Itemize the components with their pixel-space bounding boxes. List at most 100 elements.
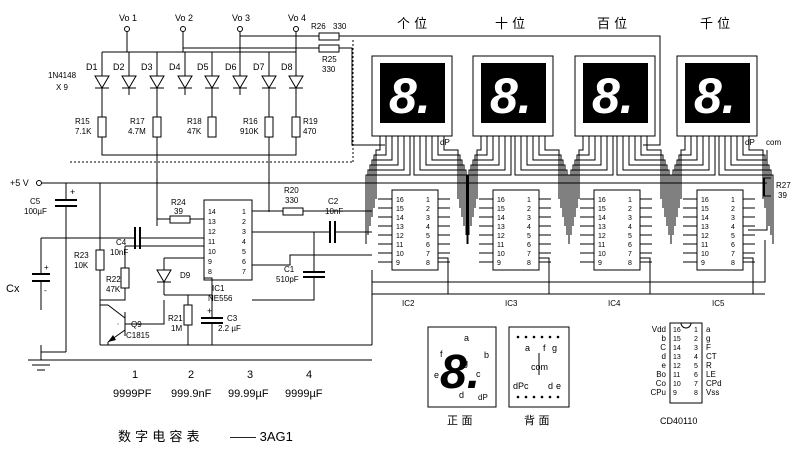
counter-pin-number: 7 xyxy=(731,251,735,258)
counter-pin-number: 3 xyxy=(731,215,735,222)
pinout-number: 1 xyxy=(694,327,698,334)
pinout-name: Vdd xyxy=(652,325,666,334)
d9: D9 xyxy=(156,257,204,295)
seg-f: f xyxy=(440,349,443,359)
d8-label: D8 xyxy=(281,62,293,72)
counter-pin-number: 4 xyxy=(426,224,430,231)
pinout-number: 7 xyxy=(694,381,698,388)
pinout-number: 9 xyxy=(673,390,677,397)
pinout-name: b xyxy=(662,334,667,343)
dp-label-1: dP xyxy=(440,138,450,147)
bus-wire xyxy=(413,136,469,244)
cx: Cx + - xyxy=(6,237,100,310)
back-pin-e: e xyxy=(556,381,561,391)
ground-symbol xyxy=(28,300,373,371)
power-rail: +5 V xyxy=(10,178,768,188)
cx-minus: - xyxy=(44,286,47,295)
bus-wire xyxy=(371,136,393,217)
back-label: 背 面 xyxy=(524,413,550,427)
r27-ref: R27 xyxy=(776,181,791,190)
counter-pin-number: 7 xyxy=(527,251,531,258)
c5-value: 100µF xyxy=(24,207,47,216)
c3-value: 2.2 µF xyxy=(218,324,241,333)
ic1-pin-number: 1 xyxy=(242,209,246,216)
range-labels: 1 9999PF 2 999.9nF 3 99.99µF 4 9999µF xyxy=(113,369,323,400)
pinout-name: CPd xyxy=(706,379,722,388)
c5-ref: C5 xyxy=(30,197,41,206)
digit-title-3: 百 位 xyxy=(597,17,627,32)
bus-wire xyxy=(425,136,465,226)
displays: 8. 8. 8. 8. dP dP com xyxy=(371,55,781,147)
ic1-pin-number: 10 xyxy=(208,249,216,256)
r18-ref: R18 xyxy=(187,117,202,126)
counter-pin-number: 9 xyxy=(396,260,400,267)
pinout-name: Vss xyxy=(706,388,719,397)
counter-pin-number: 4 xyxy=(628,224,632,231)
pin-dot xyxy=(516,335,520,339)
digit-title-2: 十 位 xyxy=(495,17,525,32)
r22-value: 47K xyxy=(106,285,121,294)
diode-7 xyxy=(261,52,277,95)
counter-pin-number: 1 xyxy=(527,197,531,204)
display-bus-wires xyxy=(365,136,774,244)
r19-ref: R19 xyxy=(303,117,318,126)
pinout-number: 13 xyxy=(673,354,681,361)
pinout-name: C xyxy=(660,343,666,352)
bus-wire xyxy=(526,136,566,226)
seg-c: c xyxy=(476,369,481,379)
bus-wire xyxy=(538,136,562,208)
ic4-label: IC4 xyxy=(608,299,621,308)
diode-row: 1N4148 X 9 D1 D2 D3 D4 D5 D6 D7 D8 xyxy=(48,52,304,95)
ic1-pin-number: 3 xyxy=(242,229,246,236)
bus-wire xyxy=(431,136,463,217)
counter-ic-pins: 1615141312111091234567816151413121110912… xyxy=(378,197,755,267)
counter-pin-number: 3 xyxy=(628,215,632,222)
bus-wire xyxy=(544,136,560,199)
diode-1 xyxy=(94,52,110,95)
bus-wire xyxy=(472,136,494,217)
pinout-number: 10 xyxy=(673,381,681,388)
back-pin-d: d xyxy=(548,381,553,391)
counter-pin-number: 11 xyxy=(598,242,605,249)
counter-pin-number: 14 xyxy=(598,215,606,222)
r20-value: 330 xyxy=(285,196,299,205)
vo1-label: Vo 1 xyxy=(119,13,137,23)
counter-pin-number: 5 xyxy=(426,233,430,240)
bus-wire xyxy=(419,136,467,235)
ic5-label: IC5 xyxy=(712,299,725,308)
cd40110-part: CD40110 xyxy=(660,416,697,426)
pinout-number: 4 xyxy=(694,354,698,361)
display-4: 8. xyxy=(676,55,758,137)
pinout-name: a xyxy=(706,325,711,334)
upper-resistors: R15 7.1K R17 4.7M R18 47K R16 910K R19 4… xyxy=(75,95,318,226)
back-pin-f: f xyxy=(543,343,546,353)
d1-label: D1 xyxy=(86,62,98,72)
counter-pin-number: 14 xyxy=(701,215,709,222)
counter-pin-number: 2 xyxy=(628,206,632,213)
counter-pin-number: 13 xyxy=(598,224,606,231)
bus-wire xyxy=(568,136,614,244)
counter-pin-number: 9 xyxy=(598,260,602,267)
counter-pin-number: 8 xyxy=(426,260,430,267)
pinout-name: e xyxy=(662,361,667,370)
c4-value: 10nF xyxy=(110,248,128,257)
ic1-pin-number: 11 xyxy=(208,239,215,246)
diode-4 xyxy=(177,52,193,95)
display-4-digit: 8. xyxy=(694,68,736,124)
back-pin-g: g xyxy=(552,343,557,353)
r20: R20 330 xyxy=(252,186,372,216)
pin-dot xyxy=(556,395,560,399)
pinout-number: 3 xyxy=(694,345,698,352)
r21-c3: + R21 1M C3 2.2 µF xyxy=(164,277,241,345)
bus-wire xyxy=(437,136,461,208)
supply-label: +5 V xyxy=(10,178,29,188)
display-1-digit: 8. xyxy=(389,68,431,124)
diode-count: X 9 xyxy=(56,83,69,92)
diode-shapes xyxy=(94,52,304,95)
ic1-ref: IC1 xyxy=(212,284,225,293)
bus-wire xyxy=(672,136,710,235)
bus-wire xyxy=(570,136,608,235)
back-pin-a: a xyxy=(525,343,530,353)
diode-3 xyxy=(149,52,165,95)
pin-dot xyxy=(556,335,560,339)
